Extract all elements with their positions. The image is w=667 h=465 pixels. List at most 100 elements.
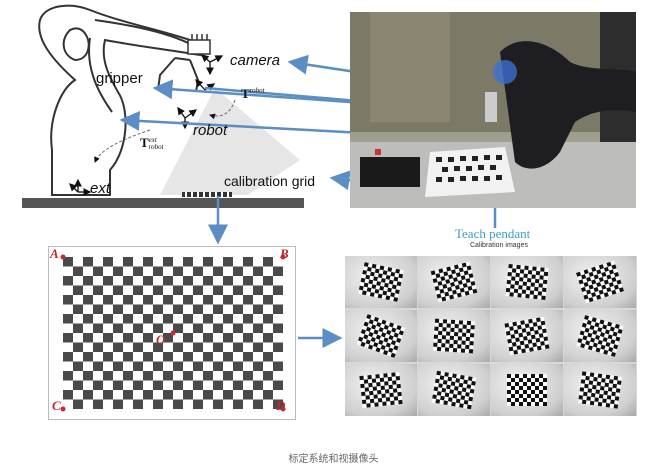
checker-square: [153, 266, 163, 276]
checker-square: [263, 314, 273, 324]
checker-square: [193, 380, 203, 390]
t-robot-symbol: T: [241, 86, 250, 101]
checker-square: [243, 333, 253, 343]
checker-square: [213, 399, 223, 409]
checker-square: [253, 285, 263, 295]
checker-square: [233, 266, 243, 276]
checker-square: [113, 285, 123, 295]
checker-square: [63, 314, 73, 324]
checker-square: [223, 333, 233, 343]
t-robot-sub: robot: [249, 86, 265, 95]
checker-square: [93, 361, 103, 371]
checker-square: [113, 342, 123, 352]
checker-square: [103, 371, 113, 381]
checker-square: [103, 333, 113, 343]
checker-square: [273, 399, 283, 409]
checker-square: [103, 352, 113, 362]
checker-square: [93, 266, 103, 276]
figure-caption: 标定系统和视摄像头: [288, 454, 379, 465]
corner-label-a: A: [50, 246, 59, 261]
calib-checkerboard: [576, 315, 624, 357]
checker-square: [63, 333, 73, 343]
checker-square: [233, 361, 243, 371]
calib-image: [345, 256, 417, 308]
checker-square: [213, 323, 223, 333]
checker-square: [63, 371, 73, 381]
checker-square: [233, 380, 243, 390]
checker-square: [163, 276, 173, 286]
label-calibration-grid: calibration grid: [224, 173, 316, 189]
checker-square: [163, 257, 173, 267]
calib-checkerboard: [507, 374, 547, 406]
checker-square: [223, 352, 233, 362]
checker-square: [213, 342, 223, 352]
checker-square: [253, 323, 263, 333]
checker-square: [143, 371, 153, 381]
corner-label-c: C: [52, 398, 61, 413]
checker-square: [173, 380, 183, 390]
checker-square: [143, 390, 153, 400]
calib-checkerboard: [576, 260, 624, 304]
checker-square: [133, 285, 143, 295]
checker-square: [113, 266, 123, 276]
corner-label-d: D: [276, 398, 286, 413]
checker-square: [253, 304, 263, 314]
checker-square: [63, 390, 73, 400]
calib-checkerboard: [356, 314, 406, 358]
checker-square: [163, 352, 173, 362]
gripper-shape: [157, 57, 200, 93]
calib-image: [345, 310, 417, 362]
checker-square: [93, 380, 103, 390]
checker-square: [203, 276, 213, 286]
t-ext-sub: robot: [148, 143, 164, 152]
checker-square: [73, 304, 83, 314]
checker-square: [183, 352, 193, 362]
checker-square: [83, 390, 93, 400]
robot-arm-outline: [38, 4, 203, 196]
checker-square: [183, 276, 193, 286]
checker-square: [153, 380, 163, 390]
checker-square: [213, 361, 223, 371]
checker-square: [93, 285, 103, 295]
checker-square: [123, 371, 133, 381]
checker-square: [233, 323, 243, 333]
label-t-robot: Trobot: [241, 86, 265, 102]
checker-square: [113, 399, 123, 409]
checker-square: [83, 371, 93, 381]
checker-square: [83, 352, 93, 362]
checker-square: [153, 342, 163, 352]
checker-square: [223, 257, 233, 267]
label-camera: camera: [230, 52, 281, 69]
checker-square: [73, 285, 83, 295]
checker-square: [73, 323, 83, 333]
checker-square: [203, 257, 213, 267]
checker-square: [193, 342, 203, 352]
checker-square: [193, 304, 203, 314]
checker-square: [123, 276, 133, 286]
label-robot: robot: [193, 122, 228, 139]
checker-square: [263, 371, 273, 381]
calib-image: [491, 310, 563, 362]
checker-square: [133, 399, 143, 409]
calib-image: [491, 364, 563, 416]
ground-calibration-grid: [182, 192, 232, 197]
checker-square: [193, 323, 203, 333]
checker-square: [83, 257, 93, 267]
checker-square: [183, 390, 193, 400]
checker-square: [163, 295, 173, 305]
checker-square: [273, 266, 283, 276]
checker-square: [223, 314, 233, 324]
checker-square: [273, 380, 283, 390]
checker-square: [263, 352, 273, 362]
calib-image: [345, 364, 417, 416]
checker-square: [93, 342, 103, 352]
t-robot-arrow: [209, 99, 236, 120]
checker-square: [183, 371, 193, 381]
checker-square: [123, 314, 133, 324]
checker-square: [103, 314, 113, 324]
calib-checkerboard: [504, 316, 550, 356]
corner-marker: [170, 330, 176, 336]
robot-arm-inner: [88, 37, 113, 113]
calib-checkerboard: [577, 371, 623, 409]
